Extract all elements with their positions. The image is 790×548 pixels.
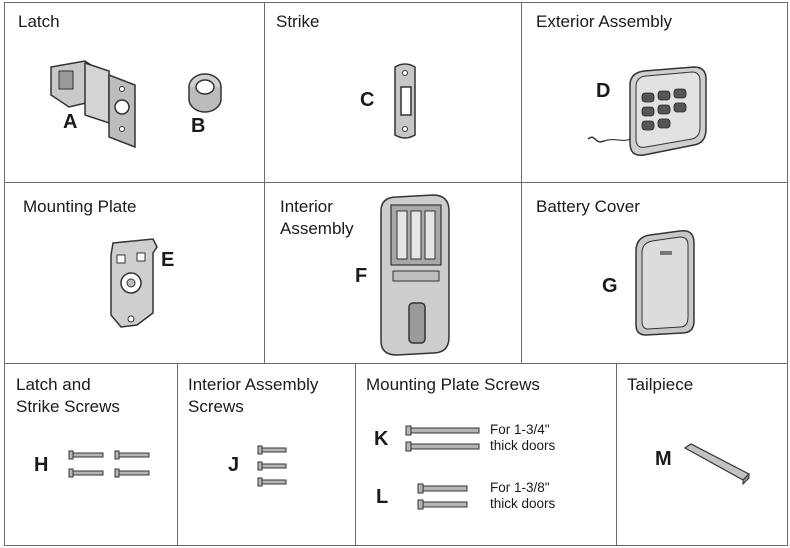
cell-mounting-plate: Mounting Plate E: [4, 182, 265, 364]
interior-label-f: F: [355, 265, 368, 287]
exterior-title: Exterior Assembly: [536, 12, 673, 31]
battery-cover-label-g: G: [602, 275, 618, 297]
mounting-screws-note-k: For 1-3/4" thick doors: [490, 422, 556, 453]
mounting-plate-label-e: E: [161, 249, 175, 271]
exterior-label-d: D: [596, 80, 611, 102]
cell-tailpiece: Tailpiece M: [616, 363, 788, 546]
interior-title: Interior Assembly: [280, 197, 354, 238]
latch-label-b: B: [191, 115, 206, 137]
latch-illustration: [50, 60, 136, 149]
latch-strike-screws-label-h: H: [34, 454, 49, 476]
strike-title: Strike: [276, 12, 320, 31]
tailpiece-illustration: [683, 443, 751, 486]
mounting-screws-l-illustration: [417, 483, 468, 510]
mounting-screws-label-k: K: [374, 428, 389, 450]
cell-exterior-assembly: Exterior Assembly D: [521, 2, 788, 183]
latch-strike-screws-title: Latch and Strike Screws: [16, 375, 120, 416]
strike-illustration: [394, 63, 416, 139]
mounting-plate-title: Mounting Plate: [23, 197, 137, 216]
latch-spacer-illustration: [188, 73, 222, 113]
exterior-assembly-illustration: [587, 66, 707, 156]
battery-cover-illustration: [635, 230, 695, 336]
tailpiece-title: Tailpiece: [627, 375, 694, 394]
interior-screws-illustration: [257, 445, 287, 487]
latch-title: Latch: [18, 12, 60, 31]
interior-screws-title: Interior Assembly Screws: [188, 375, 319, 416]
cell-interior-assembly-screws: Interior Assembly Screws J: [177, 363, 356, 546]
battery-cover-title: Battery Cover: [536, 197, 640, 216]
mounting-screws-note-l: For 1-3/8" thick doors: [490, 480, 556, 511]
cell-strike: Strike C: [264, 2, 522, 183]
mounting-screws-label-l: L: [376, 486, 389, 508]
cell-latch-strike-screws: Latch and Strike Screws H: [4, 363, 178, 546]
cell-mounting-plate-screws: Mounting Plate Screws K For 1-3/4" thick…: [355, 363, 617, 546]
latch-label-a: A: [63, 111, 78, 133]
mounting-plate-illustration: [110, 238, 158, 328]
mounting-screws-k-illustration: [405, 425, 480, 452]
latch-strike-screws-illustration: [68, 450, 150, 478]
cell-battery-cover: Battery Cover G: [521, 182, 788, 364]
tailpiece-label-m: M: [655, 448, 672, 470]
interior-assembly-illustration: [380, 194, 450, 356]
mounting-screws-title: Mounting Plate Screws: [366, 375, 540, 394]
cell-interior-assembly: Interior Assembly F: [264, 182, 522, 364]
interior-screws-label-j: J: [228, 454, 240, 476]
strike-label-c: C: [360, 89, 375, 111]
cell-latch: Latch A B: [4, 2, 265, 183]
